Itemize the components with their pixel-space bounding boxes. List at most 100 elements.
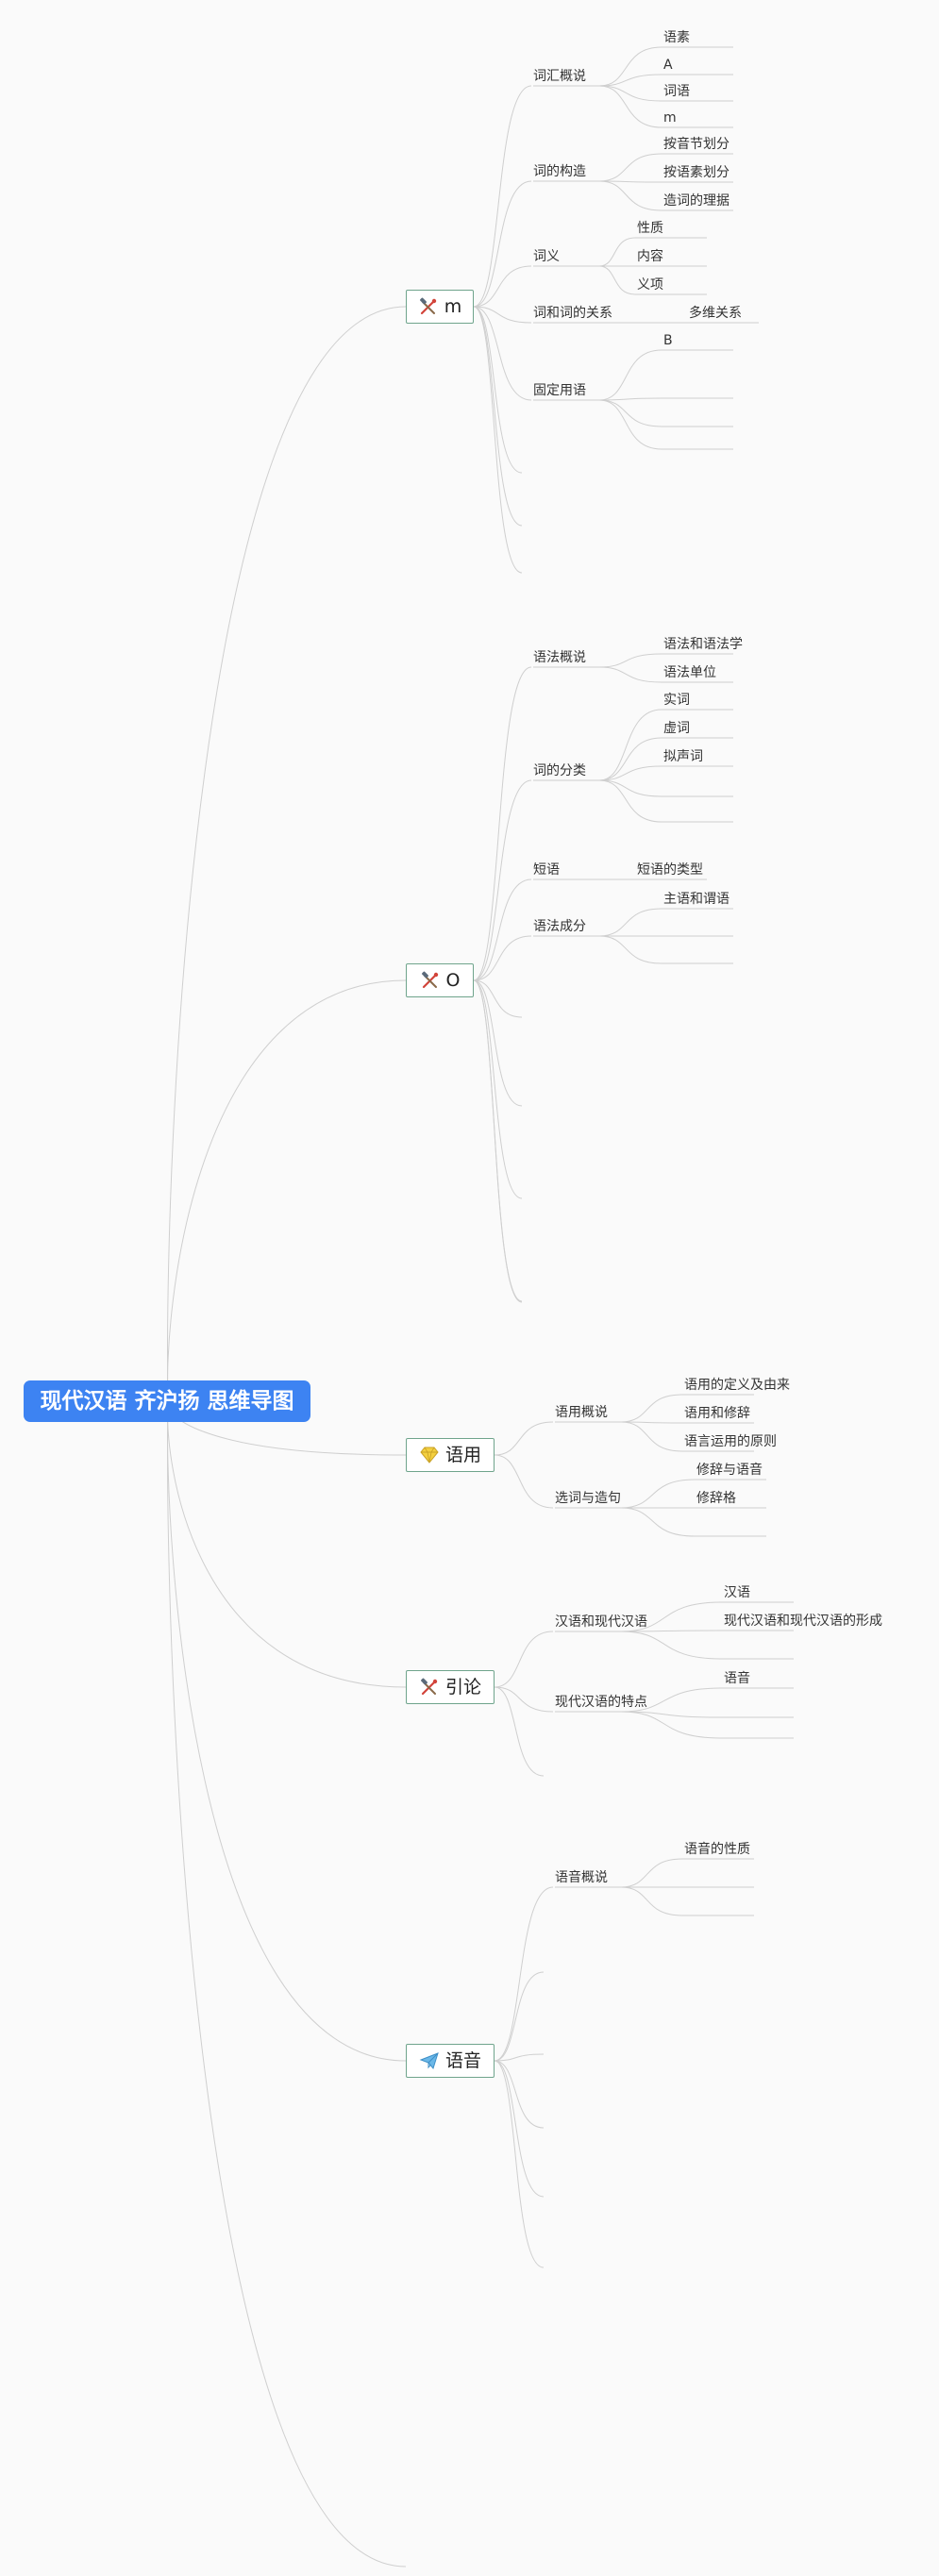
- sub-to-leaf-line-4-0-0: [620, 1858, 683, 1888]
- leaf-node-1-0-0[interactable]: 语法和语法学: [663, 637, 743, 652]
- leaf-node-0-1-1[interactable]: 按语素划分: [663, 165, 729, 180]
- branch-to-sub-line-0-2: [473, 265, 532, 308]
- leaf-node-0-0-0[interactable]: 语素: [663, 30, 690, 45]
- leaf-node-0-3-0[interactable]: 多维关系: [689, 306, 742, 321]
- sub-node-0-1[interactable]: 词的构造: [533, 164, 586, 179]
- leaf-node-0-1-0[interactable]: 按音节划分: [663, 137, 729, 152]
- sub-node-1-0[interactable]: 语法概说: [533, 650, 586, 665]
- sub-node-1-3[interactable]: 语法成分: [533, 919, 586, 934]
- sub-to-leaf-line-2-0-2: [620, 1421, 683, 1452]
- branch-to-empty-sub-line-1-7: [473, 979, 523, 1302]
- leaf-node-1-1-0[interactable]: 实词: [663, 693, 690, 708]
- sub-to-leaf-line-1-1-4: [598, 779, 662, 823]
- branch-to-sub-line-3-1: [494, 1686, 554, 1713]
- branch-label: 引论: [444, 1677, 481, 1698]
- sub-to-leaf-line-1-3-0: [598, 908, 662, 937]
- branch-node-0[interactable]: m: [406, 290, 474, 324]
- leaf-node-2-1-1[interactable]: 修辞格: [696, 1491, 736, 1506]
- sub-node-3-1[interactable]: 现代汉语的特点: [555, 1695, 647, 1710]
- tools-icon: [419, 1677, 440, 1698]
- sub-to-leaf-line-0-0-0: [598, 46, 662, 87]
- sub-to-leaf-line-3-0-0: [620, 1601, 723, 1632]
- sub-to-leaf-line-1-1-1: [598, 737, 662, 781]
- sub-to-leaf-line-2-1-2: [620, 1507, 696, 1537]
- leaf-node-0-2-2[interactable]: 义项: [637, 277, 663, 293]
- branch-to-empty-sub-line-4-1: [494, 1971, 545, 2062]
- branch-to-sub-line-0-3: [473, 306, 532, 324]
- sub-to-leaf-line-0-0-3: [598, 85, 662, 128]
- sub-to-leaf-line-0-1-1: [598, 180, 662, 183]
- sub-node-1-2[interactable]: 短语: [533, 862, 560, 878]
- leaf-node-2-1-0[interactable]: 修辞与语音: [696, 1463, 763, 1478]
- branch-to-sub-line-1-3: [473, 935, 532, 981]
- branch-to-empty-sub-line-4-5: [494, 2060, 545, 2268]
- root-node[interactable]: 现代汉语 齐沪扬 思维导图: [24, 1380, 310, 1422]
- sub-to-leaf-line-0-4-0: [598, 349, 662, 401]
- sub-to-leaf-line-3-1-1: [620, 1711, 723, 1718]
- sub-node-0-2[interactable]: 词义: [533, 249, 560, 264]
- sub-node-0-0[interactable]: 词汇概说: [533, 69, 586, 84]
- leaf-node-1-3-0[interactable]: 主语和谓语: [663, 892, 729, 907]
- sub-node-0-3[interactable]: 词和词的关系: [533, 306, 612, 321]
- leaf-node-1-2-0[interactable]: 短语的类型: [637, 862, 703, 878]
- branch-to-empty-sub-line-0-7: [473, 306, 523, 574]
- leaf-node-2-0-0[interactable]: 语用的定义及由来: [684, 1378, 790, 1393]
- tools-icon: [420, 970, 441, 991]
- sub-to-leaf-line-0-4-1: [598, 397, 662, 401]
- root-to-branch-line-5: [167, 1400, 407, 2568]
- branch-to-empty-sub-line-3-2: [494, 1686, 545, 1777]
- sub-node-4-0[interactable]: 语音概说: [555, 1870, 608, 1885]
- sub-to-leaf-line-1-3-2: [598, 935, 662, 964]
- branch-to-empty-sub-line-4-4: [494, 2060, 545, 2198]
- branch-to-sub-line-1-2: [473, 878, 532, 981]
- sub-node-2-1[interactable]: 选词与造句: [555, 1491, 621, 1506]
- leaf-node-0-2-1[interactable]: 内容: [637, 249, 663, 264]
- branch-to-sub-line-1-0: [473, 666, 532, 981]
- branch-to-empty-sub-line-1-5: [473, 979, 523, 1107]
- sub-to-leaf-line-1-0-1: [598, 666, 662, 683]
- leaf-node-0-0-2[interactable]: 词语: [663, 84, 690, 99]
- leaf-node-2-0-1[interactable]: 语用和修辞: [684, 1406, 750, 1421]
- sub-to-leaf-line-1-1-2: [598, 765, 662, 781]
- sub-to-leaf-line-1-0-0: [598, 653, 662, 668]
- root-to-branch-line-4: [167, 1400, 407, 2062]
- sub-to-leaf-line-2-0-1: [620, 1421, 683, 1424]
- branch-to-sub-line-1-1: [473, 779, 532, 981]
- branch-node-3[interactable]: 引论: [406, 1670, 495, 1704]
- leaf-node-4-0-0[interactable]: 语音的性质: [684, 1842, 750, 1857]
- root-to-branch-line-1: [167, 979, 407, 1402]
- branch-node-1[interactable]: O: [406, 963, 474, 997]
- branch-to-sub-line-0-1: [473, 180, 532, 308]
- leaf-node-3-0-0[interactable]: 汉语: [724, 1585, 750, 1600]
- leaf-node-0-2-0[interactable]: 性质: [637, 221, 663, 236]
- branch-node-2[interactable]: 语用: [406, 1438, 495, 1472]
- leaf-node-3-0-1[interactable]: 现代汉语和现代汉语的形成: [724, 1614, 882, 1629]
- sub-to-leaf-line-0-4-3: [598, 399, 662, 450]
- sub-node-3-0[interactable]: 汉语和现代汉语: [555, 1614, 647, 1630]
- branch-label: 语音: [444, 2050, 481, 2071]
- leaf-node-0-4-0[interactable]: B: [663, 333, 673, 348]
- leaf-node-3-1-0[interactable]: 语音: [724, 1671, 750, 1686]
- branch-node-4[interactable]: 语音: [406, 2044, 495, 2078]
- leaf-node-1-1-2[interactable]: 拟声词: [663, 749, 703, 764]
- sub-to-leaf-line-0-1-0: [598, 153, 662, 182]
- sub-to-leaf-line-0-0-2: [598, 85, 662, 102]
- leaf-node-2-0-2[interactable]: 语言运用的原则: [684, 1434, 777, 1449]
- sub-to-leaf-line-3-0-2: [620, 1631, 723, 1660]
- leaf-node-0-0-3[interactable]: m: [663, 110, 677, 125]
- root-to-branch-line-0: [167, 306, 407, 1402]
- branch-to-empty-sub-line-4-3: [494, 2060, 545, 2129]
- sub-to-leaf-line-0-1-2: [598, 180, 662, 211]
- sub-node-1-1[interactable]: 词的分类: [533, 763, 586, 778]
- sub-to-leaf-line-1-1-0: [598, 709, 662, 781]
- branch-to-empty-sub-line-4-2: [494, 2053, 545, 2062]
- sub-node-2-0[interactable]: 语用概说: [555, 1405, 608, 1420]
- branch-label: m: [444, 296, 462, 317]
- paper-plane-icon: [419, 2050, 440, 2071]
- leaf-node-1-0-1[interactable]: 语法单位: [663, 665, 716, 680]
- leaf-node-0-1-2[interactable]: 造词的理据: [663, 193, 729, 209]
- sub-node-0-4[interactable]: 固定用语: [533, 383, 586, 398]
- leaf-node-0-0-1[interactable]: A: [663, 58, 673, 73]
- leaf-node-1-1-1[interactable]: 虚词: [663, 721, 690, 736]
